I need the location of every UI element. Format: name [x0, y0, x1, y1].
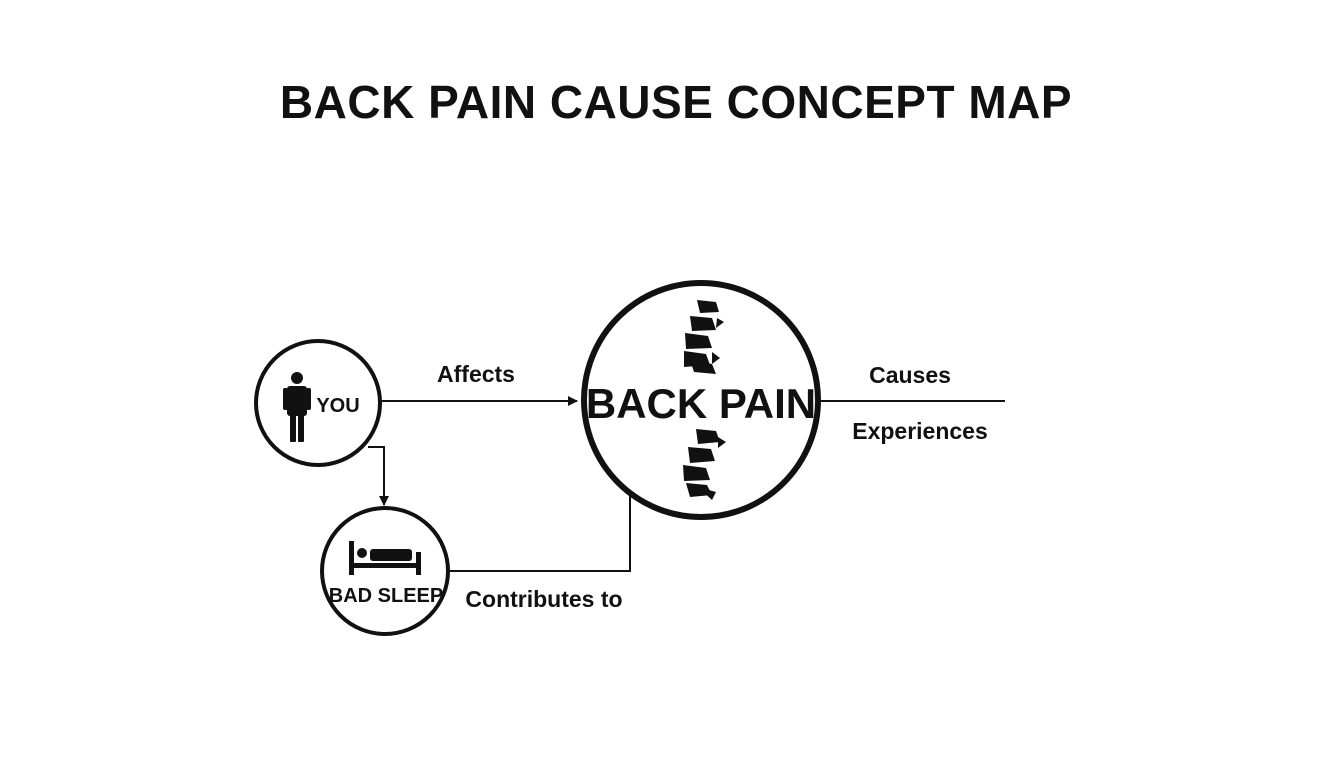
- node-you[interactable]: YOU: [254, 339, 382, 467]
- edge-label-contributes-to: Contributes to: [465, 586, 622, 612]
- page-title: BACK PAIN CAUSE CONCEPT MAP: [280, 76, 1072, 128]
- edge-you-to-bad-sleep: [368, 446, 389, 506]
- edge-label-experiences: Experiences: [852, 418, 988, 444]
- bed-icon: [349, 541, 421, 575]
- node-back-pain[interactable]: BACK PAIN: [581, 280, 821, 520]
- node-bad-sleep[interactable]: BAD SLEEP: [320, 506, 450, 636]
- node-label-you: YOU: [316, 395, 359, 417]
- spine-icon: [683, 300, 726, 500]
- node-label-back-pain: BACK PAIN: [586, 380, 816, 427]
- edge-label-affects: Affects: [437, 361, 515, 387]
- edge-contributes-to: [450, 494, 631, 572]
- edge-label-causes: Causes: [869, 362, 951, 388]
- node-label-bad-sleep: BAD SLEEP: [329, 585, 443, 607]
- person-icon: [283, 372, 311, 442]
